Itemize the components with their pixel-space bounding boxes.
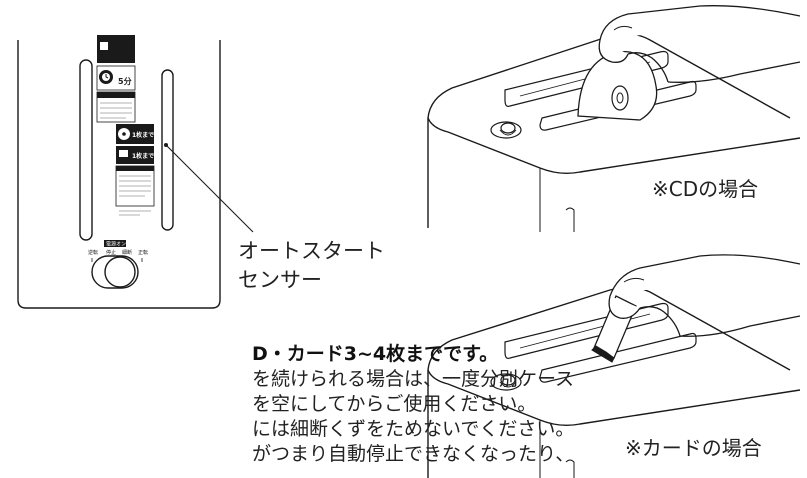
sensor-callout: オートスタート センサー [238, 237, 385, 295]
sheets-label-1: 1枚まで [132, 131, 154, 139]
hand-cd [599, 5, 801, 41]
sensor-callout-line1: オートスタート [238, 239, 385, 263]
sensor-leader-line [165, 144, 254, 233]
switch-label-forward: 正転 [138, 250, 148, 256]
sensor-callout-line2: センサー [238, 268, 322, 292]
shredder-card-illustration [427, 254, 801, 478]
caption-cd: ※CDの場合 [652, 177, 759, 201]
sensor-point [164, 143, 168, 147]
power-switch: 電源オン 逆転 停止 細断 正転 [88, 240, 148, 289]
notes-block: D・カード3~4枚までです。 を続けられる場合は、一度分別ケース を空にしてから… [252, 342, 574, 467]
sheets-label-2: 1枚まで [132, 152, 154, 160]
card-icon [119, 150, 128, 157]
switch-group-label: 電源オン [106, 241, 126, 248]
notes-line: には細断くずをためないでください。 [252, 418, 575, 440]
time-value: 5分 [118, 76, 132, 86]
cd-disc [577, 50, 658, 121]
switch-label-stop: 停止 [106, 249, 116, 256]
shredder-cd-illustration [427, 5, 801, 232]
notes-line: がつまり自動停止できなくなったり、 [252, 443, 575, 465]
switch-label-reverse: 逆転 [88, 249, 98, 256]
warning-labels: 5分 1枚まで 1枚まで [96, 35, 155, 216]
switch-label-shred: 細断 [122, 249, 132, 256]
cd-card-slot [161, 69, 174, 231]
notes-line: を続けられる場合は、一度分別ケース [252, 368, 575, 390]
notes-line: D・カード3~4枚までです。 [252, 343, 499, 365]
hand-card [609, 254, 801, 297]
shredder-top-panel [17, 40, 221, 309]
notes-line: を空にしてからご使用ください。 [252, 393, 537, 415]
caption-card: ※カードの場合 [625, 436, 762, 460]
switch-knob [104, 256, 136, 288]
paper-slot [79, 59, 93, 241]
